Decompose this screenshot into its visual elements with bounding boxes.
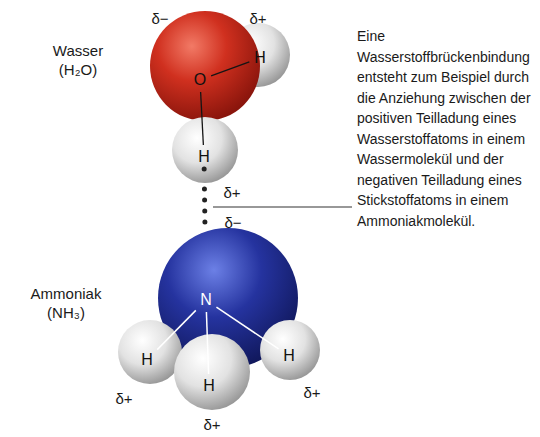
atom-symbol: O: [194, 71, 206, 88]
partial-charge: δ+: [203, 415, 220, 434]
callout-note: Eine Wasserstoffbrückenbindung entsteht …: [357, 26, 538, 231]
molecule-name: Ammoniak (NH₃): [21, 284, 111, 322]
partial-charge: δ+: [303, 383, 320, 402]
partial-charge: δ+: [249, 9, 266, 28]
hydrogen-sphere: [118, 320, 182, 384]
covalent-bond: [157, 310, 196, 349]
covalent-bond: [201, 92, 204, 145]
atom-label-box: H: [138, 350, 156, 370]
atom-label-box: H: [280, 346, 298, 366]
atom-label-box: N: [197, 290, 215, 310]
atom-label-box: H: [200, 376, 218, 396]
partial-charge: δ+: [115, 389, 132, 408]
partial-charge: δ−: [224, 213, 241, 232]
leader-line: [213, 206, 352, 207]
atom-symbol: H: [283, 347, 295, 364]
molecule-name: Wasser (H₂O): [38, 41, 118, 79]
atom-symbol: H: [198, 148, 210, 165]
atom-symbol: H: [141, 351, 153, 368]
covalent-bond: [211, 62, 249, 76]
hydrogen-sphere: [172, 117, 238, 183]
atom-label-box: H: [251, 48, 269, 68]
atom-label-box: H: [195, 147, 213, 167]
covalent-bond: [216, 307, 278, 349]
atom-symbol: N: [200, 291, 212, 308]
atom-symbol: H: [254, 49, 266, 66]
partial-charge: δ−: [151, 9, 168, 28]
hydrogen-bond: [204, 169, 206, 288]
hydrogen-sphere: [260, 320, 320, 380]
covalent-bond: [206, 312, 208, 374]
oxygen-sphere: [150, 11, 260, 121]
hydrogen-sphere: [174, 334, 250, 410]
atom-label-box: O: [191, 70, 209, 90]
atom-symbol: H: [203, 377, 215, 394]
partial-charge: δ+: [223, 183, 240, 202]
